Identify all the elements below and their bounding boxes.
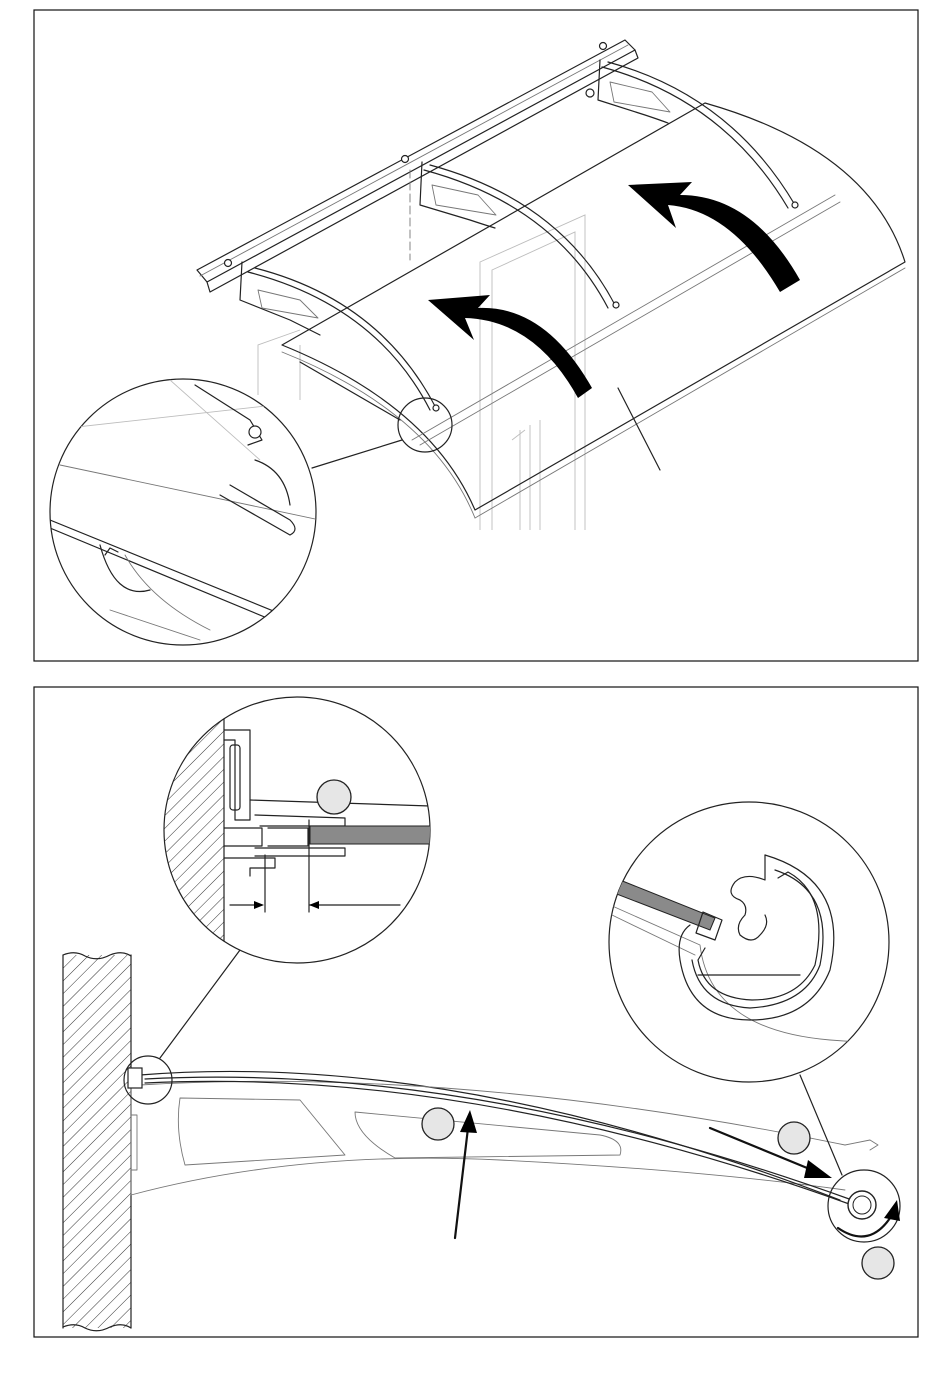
wall-section [63,953,131,1331]
callout-wall-rail [317,780,351,814]
callout-bracket-arm [422,1108,454,1140]
callout-rotate-clip [862,1247,894,1279]
callout-sheet-slide [778,1122,810,1154]
end-clip [848,1191,876,1219]
rail-screw-icon [600,43,607,50]
rail-screw-icon [402,156,409,163]
rail-screw-icon [225,260,232,267]
figure-2-panel [34,687,918,1337]
sheet-section [310,826,435,844]
figure-1-panel [34,10,918,661]
